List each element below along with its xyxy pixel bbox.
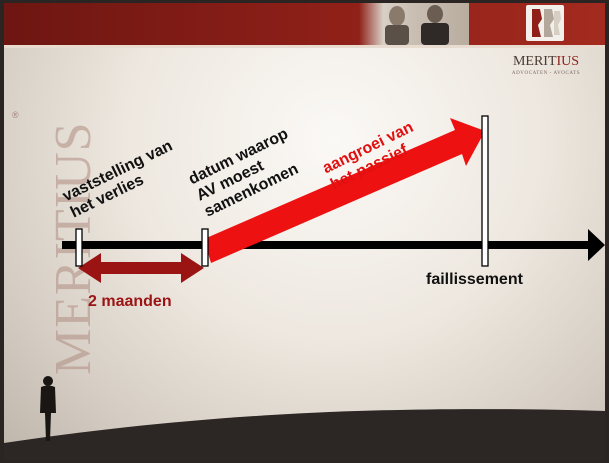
brand-name: MERITIUS bbox=[512, 54, 580, 69]
brand-logo-icon bbox=[526, 5, 564, 41]
slide: MERITIUS ADVOCATEN - AVOCATS MERITIUS ® … bbox=[4, 3, 605, 460]
header-bar bbox=[4, 3, 605, 45]
timeline-arrowhead bbox=[588, 229, 605, 261]
marker-bankruptcy bbox=[481, 115, 489, 267]
timeline-diagram bbox=[4, 115, 605, 460]
marker-loss bbox=[75, 228, 83, 267]
timeline-axis bbox=[62, 241, 590, 249]
duration-label: 2 maanden bbox=[88, 293, 172, 310]
duration-double-arrow bbox=[78, 253, 204, 283]
ground-silhouette bbox=[4, 409, 605, 460]
marker-meeting bbox=[201, 228, 209, 267]
header-photo bbox=[359, 3, 469, 45]
brand-subtitle: ADVOCATEN - AVOCATS bbox=[511, 71, 581, 76]
growth-arrow bbox=[204, 118, 485, 263]
bankruptcy-label: faillissement bbox=[426, 271, 523, 288]
header-divider bbox=[4, 45, 605, 48]
person-figure-icon bbox=[40, 376, 56, 441]
registered-mark: ® bbox=[12, 110, 19, 120]
